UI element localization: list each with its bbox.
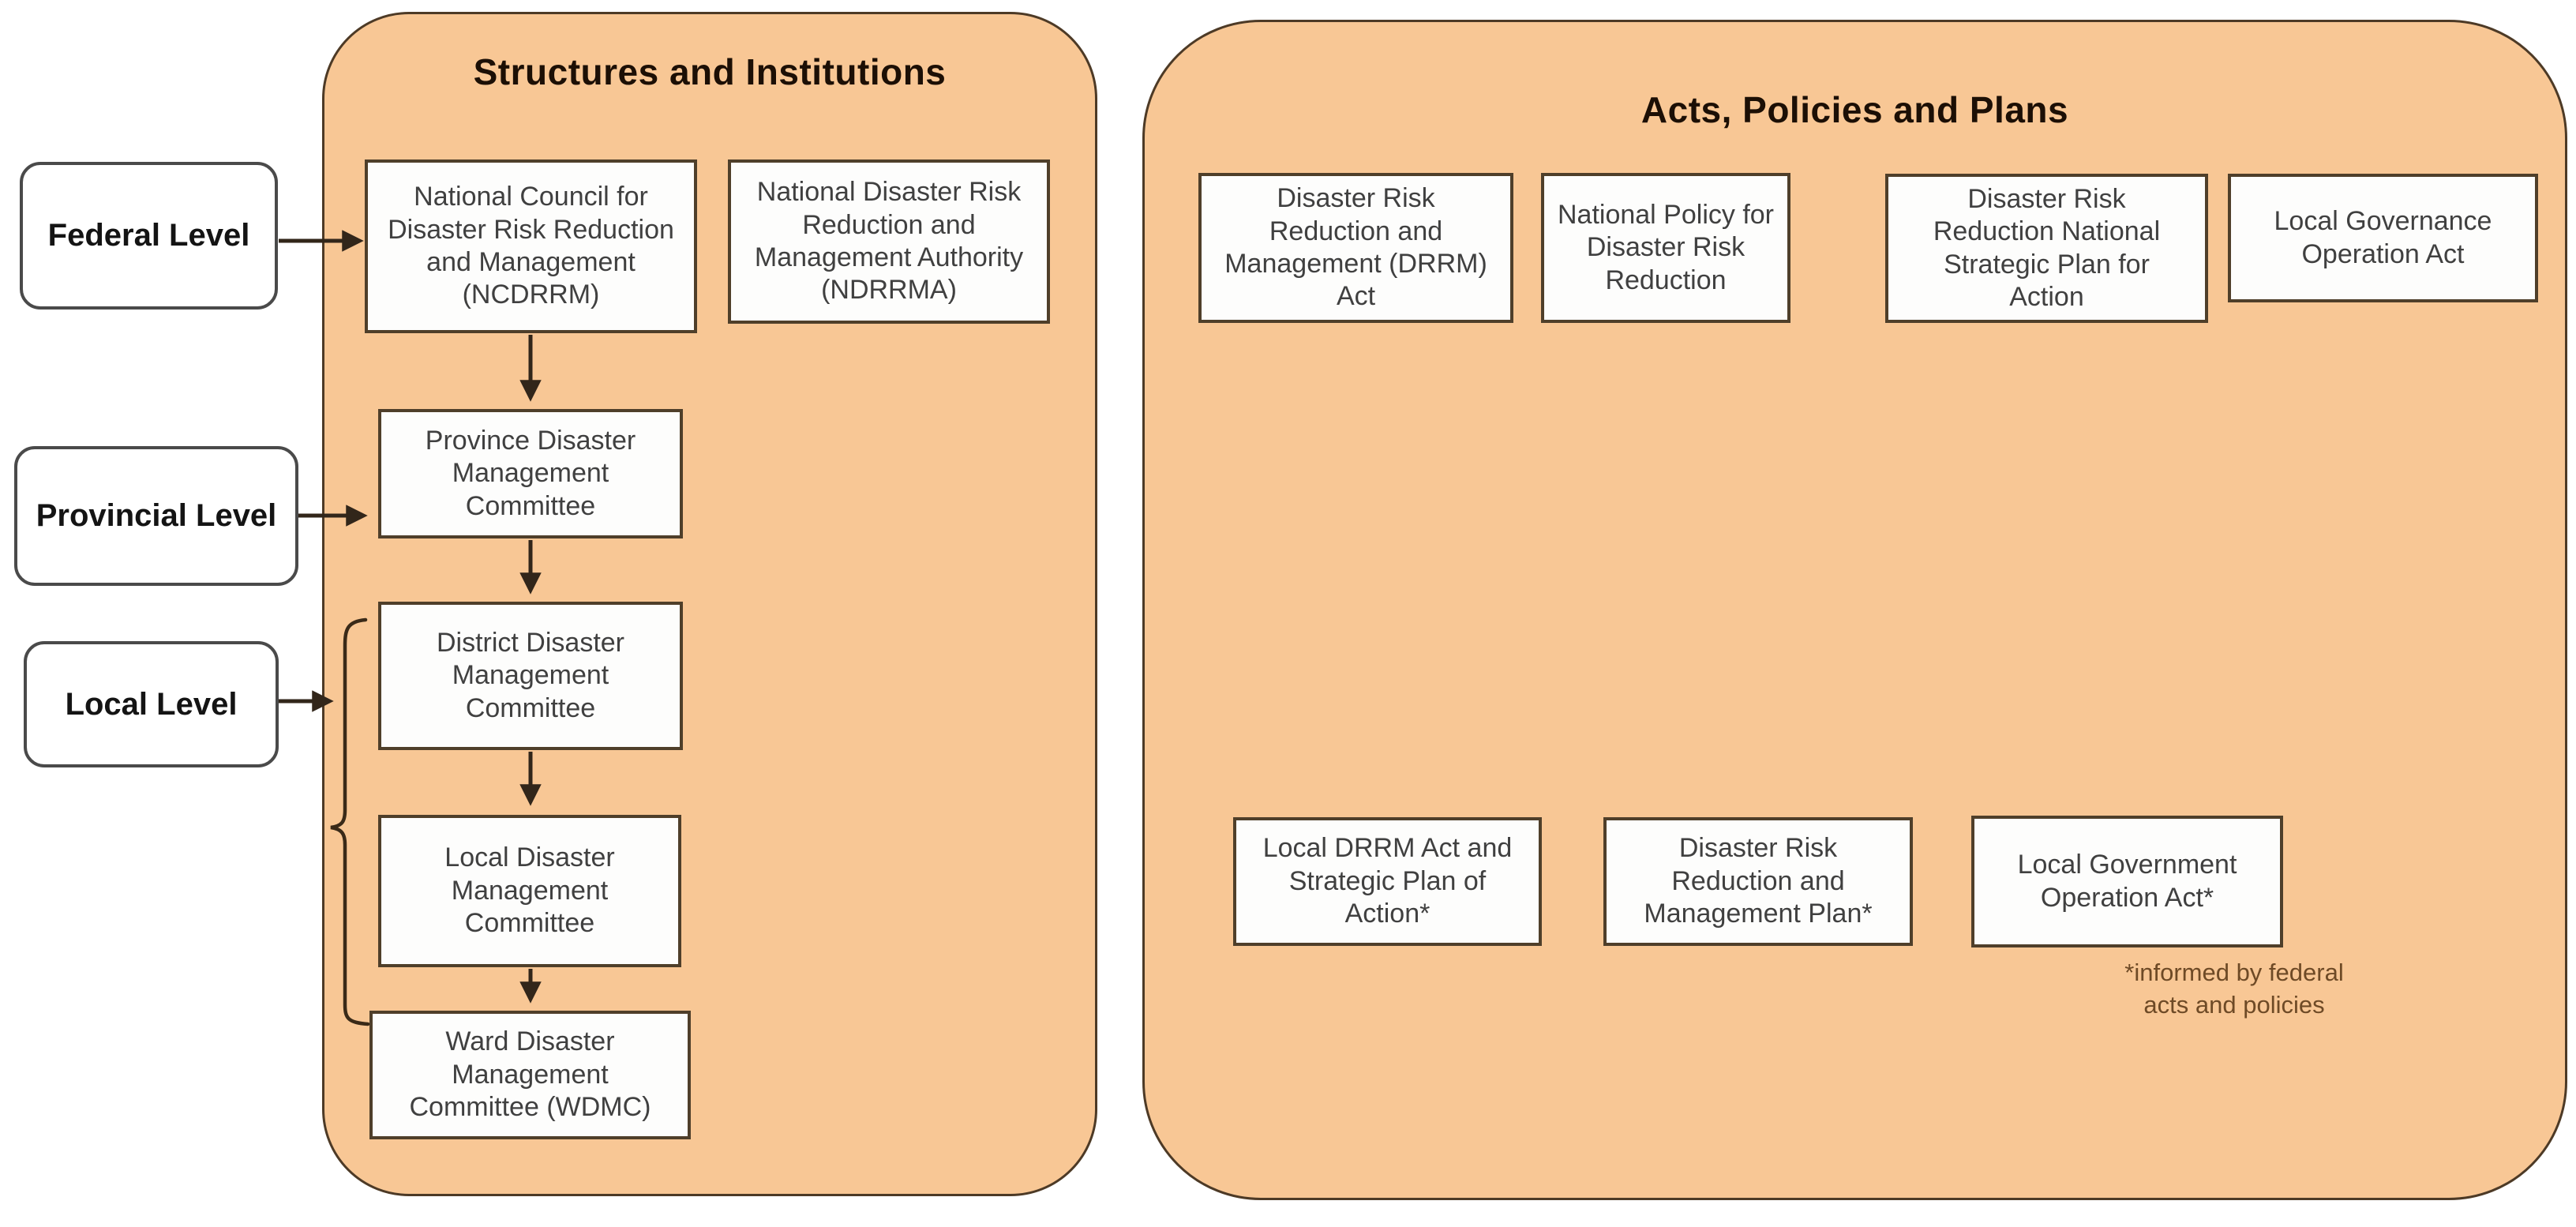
province-committee-box: Province Disaster Management Committee bbox=[378, 409, 683, 538]
local-government-act-box: Local Government Operation Act* bbox=[1971, 816, 2283, 947]
ncdrrm-box: National Council for Disaster Risk Reduc… bbox=[365, 159, 697, 333]
federal-level-label: Federal Level bbox=[20, 162, 278, 310]
footnote: *informed by federal acts and policies bbox=[2124, 959, 2344, 1019]
local-committee-box: Local Disaster Management Committee bbox=[378, 815, 681, 967]
drrm-act-box: Disaster Risk Reduction and Management (… bbox=[1198, 173, 1513, 323]
local-governance-act-box: Local Governance Operation Act bbox=[2228, 174, 2538, 302]
strategic-plan-box: Disaster Risk Reduction National Strateg… bbox=[1885, 174, 2208, 323]
national-policy-box: National Policy for Disaster Risk Reduct… bbox=[1541, 173, 1790, 323]
district-committee-box: District Disaster Management Committee bbox=[378, 602, 683, 750]
local-level-label: Local Level bbox=[24, 641, 279, 767]
acts-panel-title: Acts, Policies and Plans bbox=[1640, 89, 2069, 130]
drrm-plan-box: Disaster Risk Reduction and Management P… bbox=[1603, 817, 1913, 946]
ndrrma-box: National Disaster Risk Reduction and Man… bbox=[728, 159, 1050, 324]
local-drrm-act-box: Local DRRM Act and Strategic Plan of Act… bbox=[1233, 817, 1542, 946]
provincial-level-label: Provincial Level bbox=[14, 446, 298, 586]
structures-panel-title: Structures and Institutions bbox=[473, 51, 947, 92]
ward-committee-box: Ward Disaster Management Committee (WDMC… bbox=[369, 1011, 691, 1139]
